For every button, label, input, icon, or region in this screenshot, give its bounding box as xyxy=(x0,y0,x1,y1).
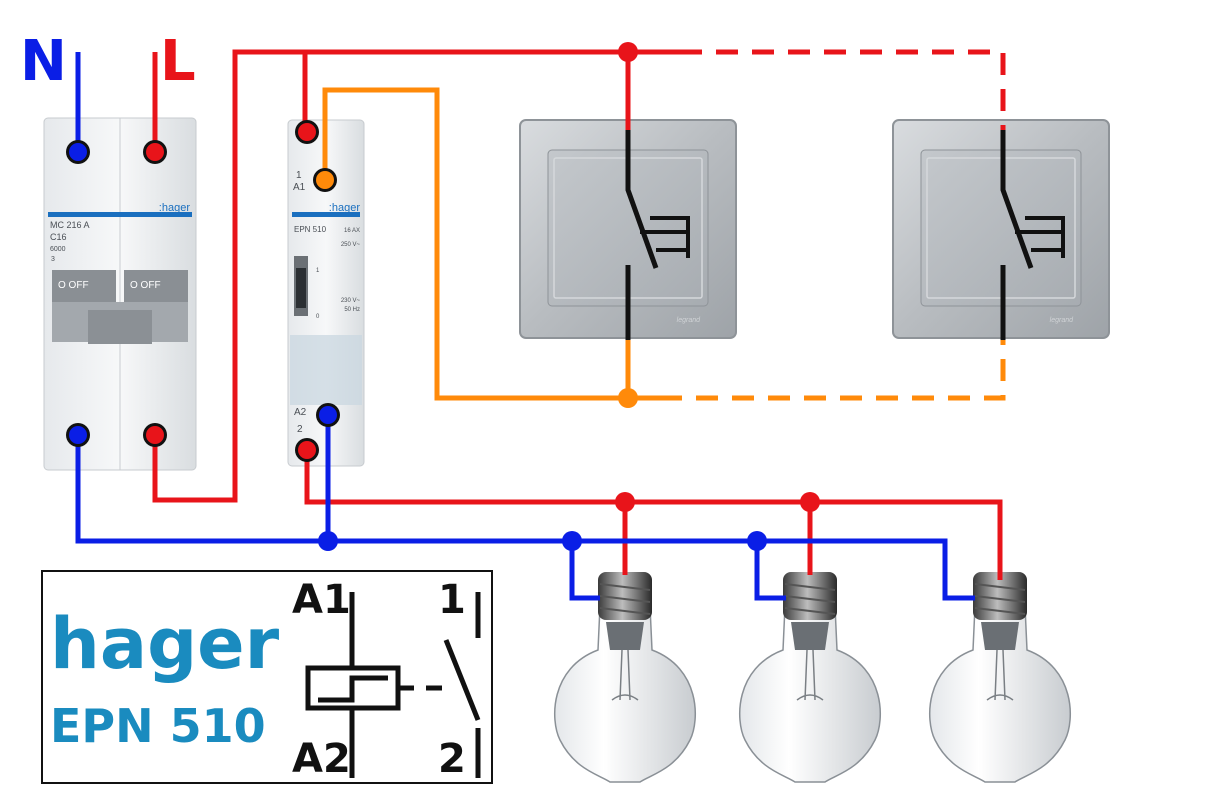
breaker-class: 3 xyxy=(51,256,55,263)
push-button-switch-1[interactable]: legrand xyxy=(519,119,737,339)
relay-mark-a2: A2 xyxy=(294,407,307,418)
relay-mark-2: 2 xyxy=(297,424,303,435)
live-label: L xyxy=(160,29,196,94)
symbol-box-model: EPN 510 xyxy=(50,699,266,753)
junction-dots xyxy=(318,42,820,551)
switch-2-brand: legrand xyxy=(1050,317,1074,324)
relay-voltage-b: 230 V~ xyxy=(341,298,361,304)
relay-model: EPN 510 xyxy=(294,225,327,234)
light-bulb-2 xyxy=(738,572,882,783)
light-bulb-1 xyxy=(553,572,697,783)
breaker-brand: :hager xyxy=(159,202,191,214)
contact-symbol xyxy=(398,592,481,778)
switch-2-contact xyxy=(1000,130,1065,340)
symbol-contact-bottom-label: 2 xyxy=(438,736,466,782)
relay-frequency: 50 Hz xyxy=(344,307,360,313)
relay-voltage-a: 250 V~ xyxy=(341,242,361,248)
symbol-box-brand: hager xyxy=(50,603,280,685)
wires-neutral xyxy=(75,52,975,601)
relay-position-1: 1 xyxy=(316,268,320,274)
breaker-model: MC 216 A xyxy=(50,220,90,230)
terminals xyxy=(66,120,340,462)
breaker-toggle-left-label: O OFF xyxy=(58,280,89,291)
relay-symbol-box: hager EPN 510 A1 A2 1 2 xyxy=(41,570,493,784)
circuit-breaker: :hager MC 216 A C16 6000 3 O OFF O OFF xyxy=(43,117,197,471)
switch-1-brand: legrand xyxy=(677,317,701,324)
relay-rating: 16 AX xyxy=(344,228,360,234)
breaker-toggle-right-label: O OFF xyxy=(130,280,161,291)
symbol-contact-top-label: 1 xyxy=(438,577,466,623)
coil-symbol xyxy=(305,592,401,778)
relay-mark-a1: A1 xyxy=(293,182,306,193)
switch-1-contact xyxy=(625,130,690,340)
relay-mark-1: 1 xyxy=(296,170,302,181)
light-bulb-3 xyxy=(928,572,1072,783)
breaker-rating: C16 xyxy=(50,232,67,242)
neutral-label: N xyxy=(20,29,67,94)
relay-brand: :hager xyxy=(329,202,361,214)
symbol-coil-top-label: A1 xyxy=(292,577,351,623)
symbol-coil-bottom-label: A2 xyxy=(292,736,351,782)
relay-position-0: 0 xyxy=(316,314,320,320)
push-button-switch-2[interactable]: legrand xyxy=(892,119,1110,339)
impulse-relay: 1 A1 :hager EPN 510 16 AX 250 V~ 230 V~ … xyxy=(287,119,365,467)
breaker-capacity: 6000 xyxy=(50,246,66,253)
